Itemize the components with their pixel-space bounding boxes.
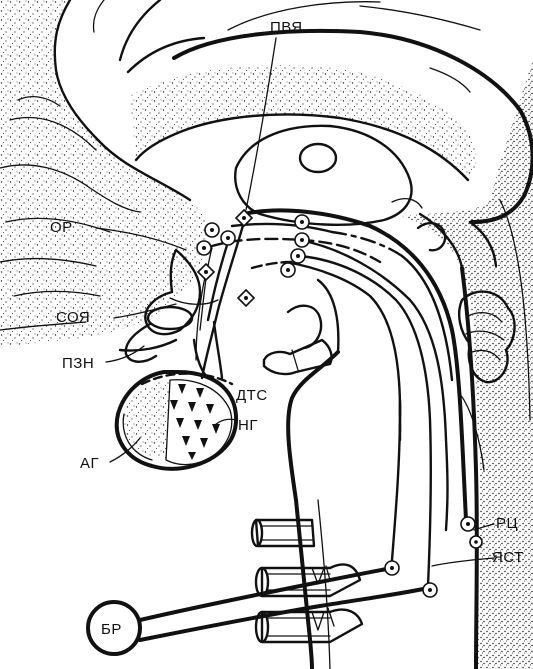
neuron-soma xyxy=(221,231,235,245)
neuron-soma xyxy=(291,249,305,263)
label-pzn: ПЗН xyxy=(62,355,94,372)
spinal-cord xyxy=(288,352,338,669)
cortex-region xyxy=(0,0,207,346)
label-or: ОР xyxy=(50,219,73,236)
neuron-soma xyxy=(461,517,475,531)
cerebrum-upper xyxy=(128,0,533,222)
neuron-soma xyxy=(205,223,219,237)
label-ag: АГ xyxy=(80,455,99,472)
label-br: БР xyxy=(101,621,122,638)
neuron-soma xyxy=(295,215,309,229)
neuron-soma xyxy=(197,241,211,255)
label-soya: СОЯ xyxy=(56,309,90,326)
interthalamic-adhesion xyxy=(300,144,336,172)
neuron-soma xyxy=(385,561,399,575)
label-ng: НГ xyxy=(238,417,258,434)
label-dts: ДТС xyxy=(236,387,268,404)
neurosecretory-terminals xyxy=(170,384,220,460)
pituitary-gland xyxy=(117,322,236,469)
neuron-soma xyxy=(423,583,437,597)
optic-chiasm xyxy=(148,307,192,329)
neuron-soma xyxy=(238,290,254,306)
neuron-soma xyxy=(281,263,295,277)
neuron-soma xyxy=(295,233,309,247)
label-pvya: ПВЯ xyxy=(270,19,303,36)
neuron-soma xyxy=(198,264,214,280)
neuron-soma xyxy=(470,536,482,548)
label-rts: РЦ xyxy=(496,515,518,532)
label-yast: ЯСТ xyxy=(492,549,524,566)
